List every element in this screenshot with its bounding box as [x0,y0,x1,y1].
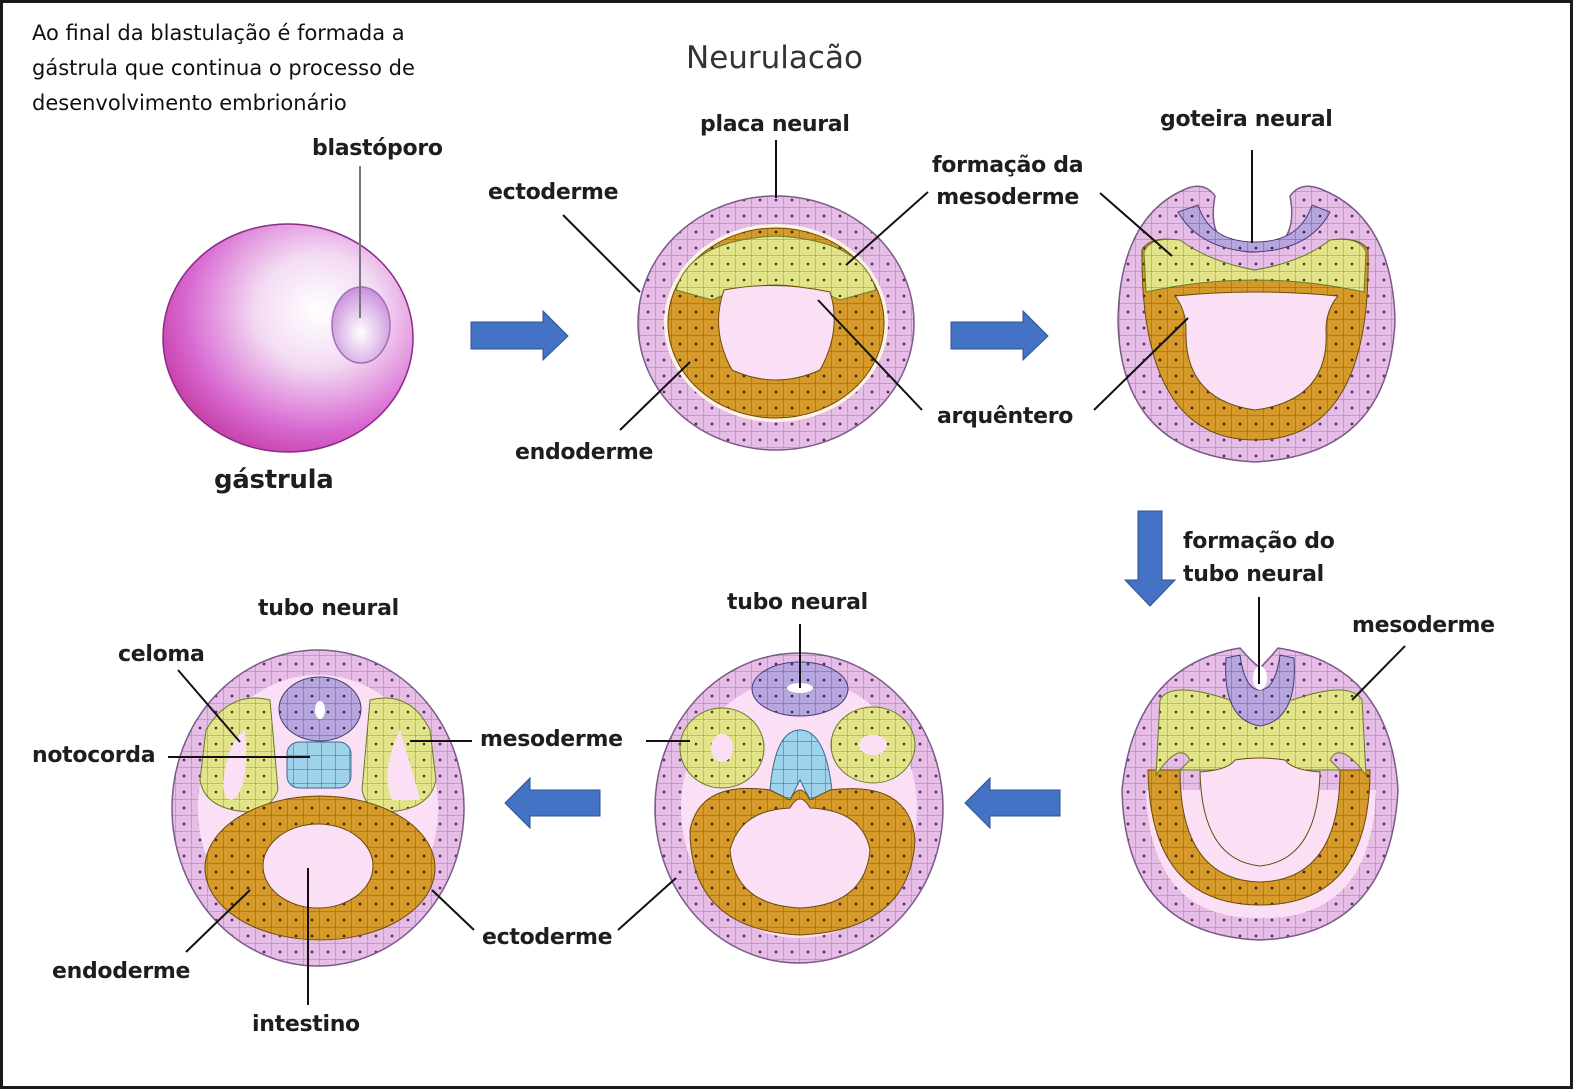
label-gastrula: gástrula [214,465,334,495]
label-goteira-neural: goteira neural [1160,107,1333,132]
label-ectoderme-bottom: ectoderme [482,925,613,950]
label-blastoporo: blastóporo [312,136,443,161]
arrow-down-icon [1123,510,1177,607]
label-arquentero: arquêntero [937,404,1074,429]
label-mesoderme-stage4: mesoderme [1352,613,1495,638]
intro-text: Ao final da blastulação é formada a gást… [32,21,415,115]
diagram-title: Neurulacão [686,40,863,76]
arrow-left-icon [504,776,601,830]
label-tubo-neural-stage6: tubo neural [258,596,399,621]
neural-tube-formation-embryo [1121,597,1406,941]
label-tubo-neural-stage5: tubo neural [727,590,868,615]
neural-tube-embryo [617,624,944,964]
neural-groove-embryo [1093,150,1396,463]
label-formacao-mesoderme: formação da mesoderme [932,153,1084,210]
label-celoma: celoma [118,642,205,667]
neural-plate-embryo [562,140,929,451]
label-intestino: intestino [252,1012,360,1037]
arrow-right-icon [470,309,569,362]
label-endoderme-stage6: endoderme [52,959,191,984]
final-embryo [168,649,475,1005]
arrow-left-icon [964,776,1061,830]
label-formacao-tubo-neural: formação do tubo neural [1183,529,1335,587]
label-endoderme: endoderme [515,440,654,465]
label-ectoderme: ectoderme [488,180,619,205]
gastrula-illustration [162,166,414,453]
label-notocorda: notocorda [32,743,156,768]
label-mesoderme-center: mesoderme [480,727,623,752]
label-placa-neural: placa neural [700,112,850,137]
arrow-right-icon [950,309,1049,362]
